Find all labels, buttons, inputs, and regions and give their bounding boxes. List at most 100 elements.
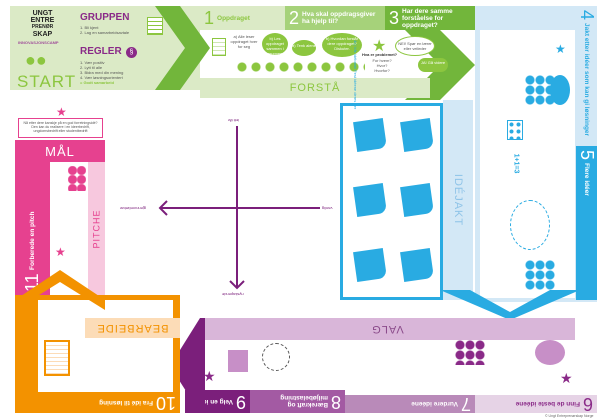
people-icons-purple — [455, 340, 485, 365]
step-1-b-bubble: b) Les oppdraget sammen i gruppen — [262, 33, 288, 56]
problem-subquestions: For hvem? Hvor? Hvorfor? — [372, 58, 392, 73]
band-maal: MÅL — [45, 143, 75, 159]
idea-wall-title: 4c) Vår idébank! Fest idéene deres her — [353, 40, 358, 110]
band-valg: VALG — [200, 318, 575, 340]
goal-text: Nå etter dere kanskje på en god forretni… — [18, 118, 103, 138]
step-number: 8 — [330, 392, 341, 412]
rule-result: = Godt samarbeid — [80, 80, 114, 85]
step-title: Finn de beste idéene — [515, 400, 580, 408]
sticky-note — [400, 248, 434, 282]
logo-line: SKAP — [32, 31, 53, 38]
step-title: Jakt etter idéer som kan gi løsninger — [583, 23, 590, 137]
band-pitche: PITCHE — [88, 162, 105, 295]
document-icon — [228, 350, 248, 372]
step-title: Hva skal oppdragsgiver ha hjelp til? — [302, 11, 376, 25]
logo-line: PRENØR — [31, 24, 54, 30]
band-pitche-label: PITCHE — [91, 208, 102, 249]
rule-item: 1. Vær positiv — [80, 60, 105, 65]
step-number: 10 — [155, 393, 176, 414]
step-number: 2 — [289, 7, 300, 28]
paragraph-icon: § — [126, 47, 137, 58]
sticky-note — [353, 183, 387, 217]
band-bearbeide: BEARBEIDE — [85, 318, 180, 338]
step-number: 9 — [235, 392, 246, 412]
star-icon: ★ — [555, 42, 566, 56]
idejakt-inner — [480, 30, 575, 298]
network-icon — [262, 343, 290, 371]
copyright: © Ungt Entreprenørskap Norge — [545, 414, 594, 418]
band-idejakt-label: IDÉJAKT — [452, 173, 465, 227]
rule-item: 2. Lytt til alle — [80, 65, 103, 70]
group-item: 2. Lag en samarbeidsavtale — [80, 30, 130, 35]
sticky-note — [353, 118, 387, 152]
step-number: 4 — [577, 10, 597, 21]
matrix-bottom: nyskapende — [222, 292, 244, 297]
matrix-top: lett får — [228, 118, 240, 123]
no-bubble: NEI! Spør en lærer eller veileder — [395, 36, 435, 56]
sticky-note — [353, 248, 387, 282]
step-number: 5 — [577, 150, 597, 161]
people-icons-pink — [68, 166, 86, 191]
step-1-a: a) Alle leser oppdraget hver for seg — [230, 34, 258, 49]
step-number: 3 — [389, 7, 400, 28]
people-icon: ●● — [25, 50, 47, 70]
rule-item: 4. Vær løsningsorientert — [80, 75, 123, 80]
step-title: Vurdere idéene — [411, 400, 458, 408]
matrix-right: vanlig — [322, 206, 333, 211]
network-icon — [510, 200, 550, 250]
band-idejakt: IDÉJAKT — [443, 100, 473, 300]
group-title: GRUPPEN — [80, 12, 130, 23]
document-icon — [147, 17, 163, 35]
people-icons — [235, 58, 365, 76]
evaluation-matrix — [158, 126, 320, 290]
group-item: 1. Bli kjent — [80, 25, 99, 30]
step-title: Fra idé til løsning — [99, 399, 153, 407]
bubble-purple — [535, 340, 565, 365]
step-2-a-bubble: a) Tenk alene — [292, 40, 316, 56]
step-title: Oppdraget — [217, 14, 250, 22]
star-icon: ★ — [560, 370, 573, 386]
star-icon: ★ — [55, 245, 66, 259]
matrix-left: gjennomførbar — [120, 206, 147, 211]
start-label: START — [17, 72, 77, 91]
camp-label: INNOVASJONSCAMP — [18, 40, 59, 45]
people-icons-blue — [525, 260, 555, 290]
equation: 1+1=3 — [512, 153, 520, 174]
sticky-icons — [507, 120, 523, 140]
step-title: Bærekraft og miljøbelastning — [280, 394, 328, 409]
blue-chevron — [440, 290, 580, 320]
document-icon — [212, 38, 226, 56]
band-forsta: FORSTÅ — [200, 78, 430, 98]
step-title: Flere idéer — [583, 163, 590, 196]
yes-button[interactable]: JA! Gå videre — [418, 58, 448, 72]
step-2-b-bubble: b) Hvordan forstår dere oppdraget? Disku… — [322, 33, 362, 57]
step-number: 7 — [460, 394, 471, 415]
step-number: 6 — [582, 394, 593, 415]
star-icon: ★ — [203, 368, 216, 384]
logo-line: ENTRE — [30, 17, 55, 24]
logo-line: UNGT — [32, 10, 53, 17]
step-number: 1 — [204, 7, 215, 28]
purple-chevron — [170, 318, 205, 413]
star-icon: ★ — [56, 105, 67, 119]
sticky-note — [400, 118, 434, 152]
bubble-blue — [550, 75, 570, 105]
green-chevron — [155, 6, 210, 90]
orange-chevron — [15, 270, 105, 310]
step-title: Har dere samme forståelse for oppdraget? — [402, 7, 453, 29]
step-title: Forberede en pitch — [29, 211, 36, 271]
sticky-note — [400, 183, 434, 217]
document-icon — [44, 340, 70, 376]
rules-title: REGLER — [80, 46, 122, 57]
